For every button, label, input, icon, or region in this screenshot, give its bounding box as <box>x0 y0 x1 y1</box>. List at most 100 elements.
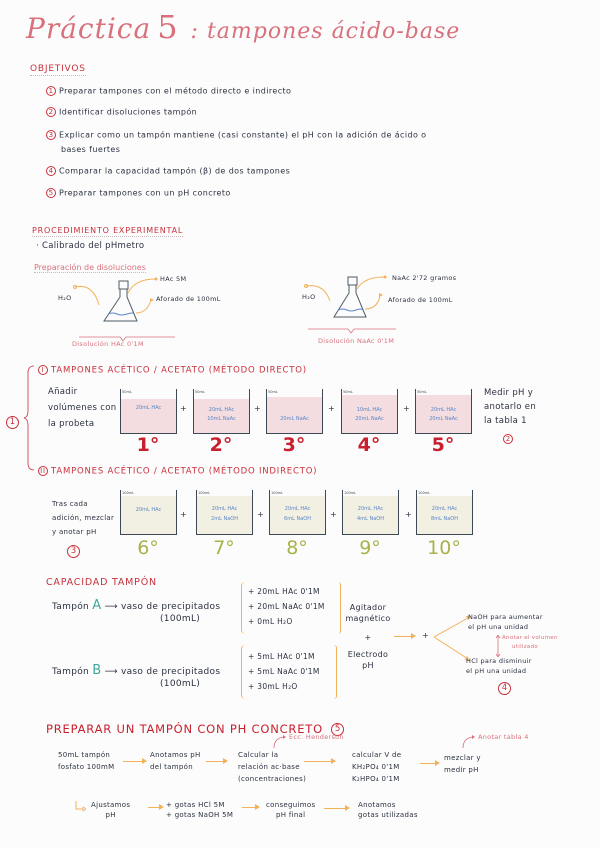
ingredient-line: + 5mL HAc 0'1M <box>248 652 315 661</box>
tampon-vessel: vaso de precipitados <box>120 667 221 677</box>
volume-mark: 50mL <box>195 390 205 394</box>
note-line: NaOH para aumentar <box>468 613 543 621</box>
equipment-line: magnético <box>345 614 391 623</box>
tampon-vessel: vaso de precipitados <box>120 602 221 612</box>
beaker-1: 50mL 20mL HAc <box>120 389 177 434</box>
note-line: Anotar el volumen <box>502 635 558 641</box>
directo-note: Añadir volúmenes con la probeta <box>48 384 116 432</box>
beaker-contents: 20mL HAc <box>431 506 458 512</box>
flask-diagram-hac <box>55 275 265 350</box>
ordinal-5: 5° <box>431 434 455 456</box>
note-line: la probeta <box>48 419 95 429</box>
equipment-list: Agitador magnético + Electrodo pH <box>344 602 392 671</box>
directo-heading-text: Tampones acético / acetato (método direc… <box>51 365 307 376</box>
curly-brace-icon <box>23 365 35 471</box>
volume-mark: 100mL <box>122 491 135 495</box>
volume-mark: 100mL <box>344 491 357 495</box>
plus-sign: + <box>405 510 412 519</box>
note-line: volúmenes con <box>48 403 117 413</box>
beaker-contents: 6mL NaOH <box>284 516 311 522</box>
equipment-line: Agitador <box>349 603 387 612</box>
concreto-step-9: Anotamos gotas utilizadas <box>358 800 418 820</box>
objective-number: 1 <box>46 86 56 96</box>
tampon-b-brace-right <box>331 645 337 699</box>
arrow-right-icon: ⟶ <box>104 602 118 612</box>
beaker-6: 100mL 20mL HAc <box>120 490 177 535</box>
tampon-b-brace-left <box>241 645 341 699</box>
step-line: del tampón <box>150 763 193 771</box>
erlenmeyer-flask-icon <box>304 275 396 334</box>
step-number-badge: 5 <box>331 723 345 736</box>
tampon-a-row: Tampón A ⟶ vaso de precipitados <box>52 598 220 613</box>
roman-numeral-badge: I <box>38 365 48 375</box>
ordinal-3: 3° <box>282 434 306 456</box>
volume-note: Anotar el volumen utilizado <box>502 634 558 652</box>
directo-side-number: 2 <box>503 428 516 447</box>
objective-number: 4 <box>46 166 56 176</box>
step-line: + gotas NaOH 5M <box>166 811 234 819</box>
ordinal-6: 6° <box>137 537 159 559</box>
concreto-heading-text: Preparar un tampón con pH concreto <box>46 722 323 736</box>
plus-sign: + <box>330 510 337 519</box>
note-line: Añadir <box>48 387 78 397</box>
ingredient-line: + 0mL H₂O <box>248 617 293 626</box>
step-line: Calcular la <box>238 751 279 759</box>
arrow-right-icon: ⟶ <box>104 667 118 677</box>
step-number-badge: 4 <box>498 682 511 695</box>
tampon-a-brace-right <box>335 582 341 634</box>
beaker-contents: 20mL NaAc <box>280 416 309 422</box>
roman-numeral-badge: II <box>38 466 48 476</box>
plus-sign: + <box>254 404 261 413</box>
ordinal-1: 1° <box>136 434 160 456</box>
objective-text: Comparar la capacidad tampón (β) de dos … <box>59 166 291 176</box>
flask-right-water: H₂O <box>302 293 316 301</box>
preparacion-heading: Preparación de disoluciones <box>34 263 146 273</box>
note-line: adición, mezclar <box>52 514 115 522</box>
beaker-contents: 20mL NaAc <box>355 416 384 422</box>
step-line: Anotamos pH <box>150 751 201 759</box>
updown-arrow-icon <box>495 634 501 658</box>
step-line: calcular V de <box>352 751 402 759</box>
beaker-4: 50mL 10mL HAc 20mL NaAc <box>341 389 398 434</box>
concreto-step-4: calcular V de KH₂PO₄ 0'1M K₂HPO₄ 0'1M <box>352 749 401 785</box>
ingredient-line: + 30mL H₂O <box>248 682 298 691</box>
flask-left-vessel: Aforado de 100mL <box>156 295 221 303</box>
step-number-badge: 3 <box>67 545 80 558</box>
note-line: el pH una unidad <box>468 623 529 631</box>
beaker-10: 100mL 20mL HAc 8mL NaOH <box>416 490 473 535</box>
capacidad-heading: Capacidad tampón <box>46 577 157 588</box>
beaker-contents: 20mL HAc <box>430 407 457 413</box>
flask-left-water: H₂O <box>58 294 72 302</box>
step-line: medir pH <box>444 766 479 774</box>
volume-mark: 50mL <box>122 390 132 394</box>
beaker-contents: 20mL HAc <box>284 506 311 512</box>
plus-sign: + <box>257 510 264 519</box>
step-line: KH₂PO₄ 0'1M <box>352 763 400 771</box>
objective-number: 5 <box>46 188 56 198</box>
title-word: Práctica <box>26 12 152 45</box>
note-line: y anotar pH <box>52 528 97 536</box>
naoh-note: NaOH para aumentar el pH una unidad <box>468 612 543 632</box>
ordinal-4: 4° <box>357 434 381 456</box>
beaker-contents: 20mL NaAc <box>429 416 458 422</box>
plus-sign: + <box>403 404 410 413</box>
split-arrows <box>432 614 472 664</box>
indirecto-heading: IITampones acético / acetato (método ind… <box>38 466 317 477</box>
arrow-right-icon <box>206 758 228 764</box>
curved-arrow-icon <box>272 733 286 749</box>
title-number: 5 <box>157 8 179 46</box>
arrow-right-icon <box>242 804 260 810</box>
step-line: gotas utilizadas <box>358 811 418 819</box>
calibrado-step: · Calibrado del pHmetro <box>36 241 145 251</box>
ingredient-line: + 20mL HAc 0'1M <box>248 587 320 596</box>
equipment-line: Electrodo <box>347 650 389 659</box>
concreto-step-5: mezclar y medir pH <box>444 752 481 776</box>
tampon-b-contents: + 5mL HAc 0'1M + 5mL NaAc 0'1M + 30mL H₂… <box>248 649 320 694</box>
beaker-contents: 4mL NaOH <box>357 516 384 522</box>
volume-mark: 50mL <box>343 390 353 394</box>
beaker-contents: 20mL HAc <box>135 405 162 411</box>
plus-sign: + <box>422 631 429 640</box>
ordinal-8: 8° <box>286 537 308 559</box>
concreto-heading: Preparar un tampón con pH concreto 5 <box>46 722 347 736</box>
